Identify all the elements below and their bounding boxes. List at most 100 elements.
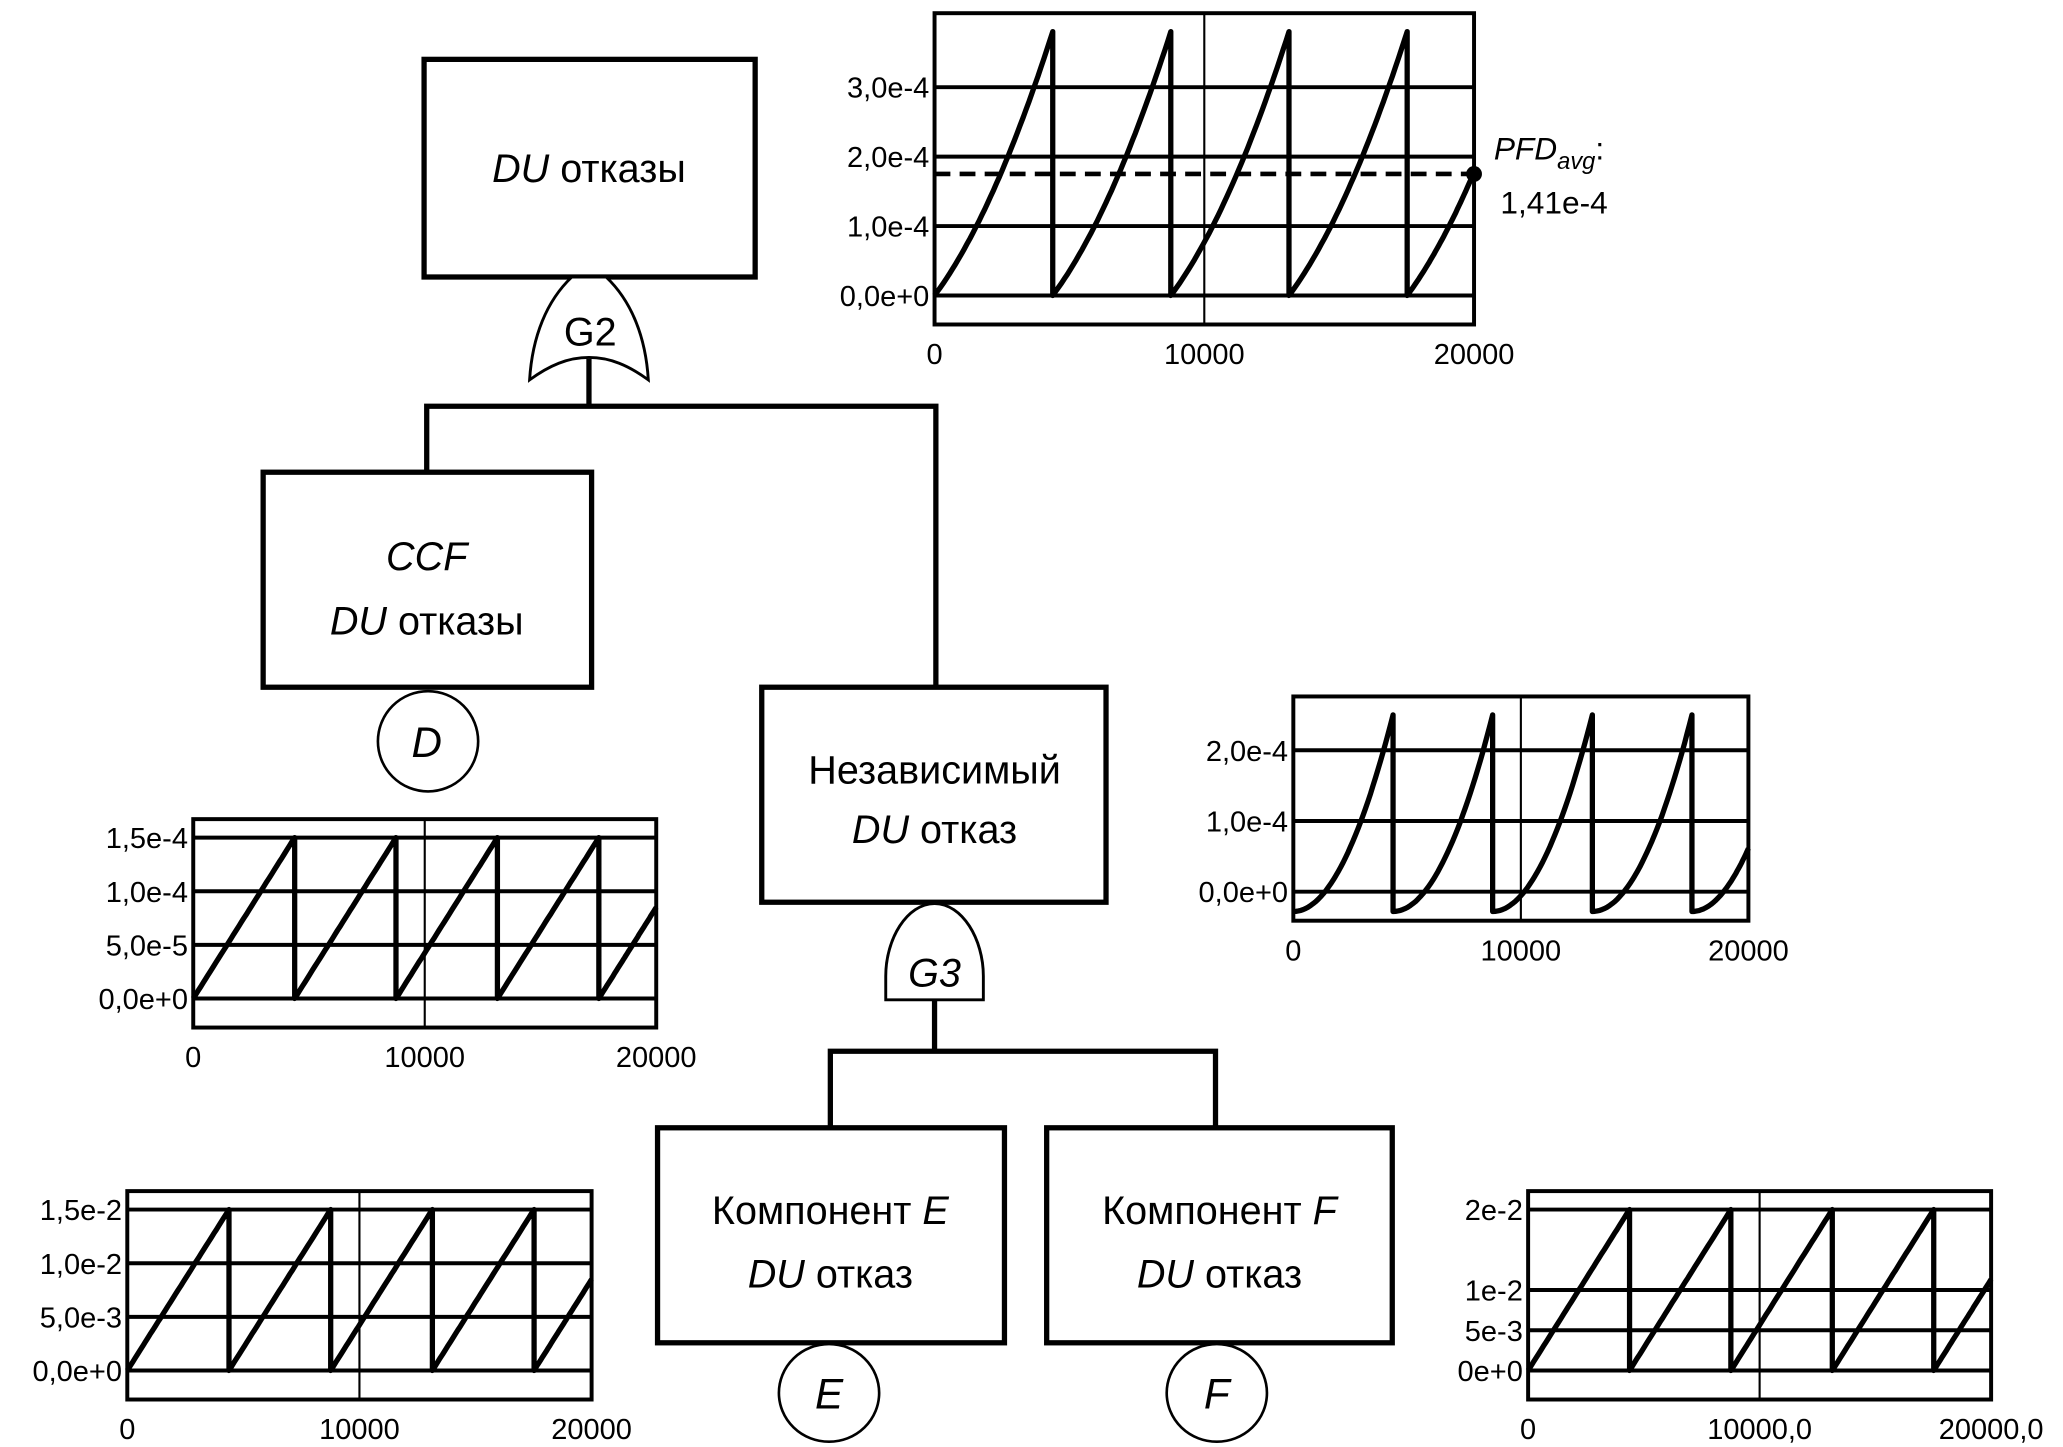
- pfd-value: 1,41e-4: [1500, 185, 1607, 221]
- series-line: [125, 1206, 594, 1374]
- or-gate-icon: [527, 275, 650, 383]
- plot-frame: [191, 817, 659, 1030]
- y-tick-label: 1,0e-2: [40, 1249, 122, 1281]
- basic-event-f[interactable]: F: [1165, 1342, 1269, 1444]
- series-line: [1525, 1206, 1994, 1374]
- plot-frame: [1526, 1189, 1994, 1402]
- x-tick-label: 0: [119, 1414, 135, 1446]
- y-tick-label: 2e-2: [1465, 1195, 1523, 1227]
- y-tick-label: 1,5e-4: [106, 823, 188, 855]
- svg-text:Компонент E: Компонент E: [712, 1189, 949, 1233]
- x-tick-label: 0: [185, 1042, 201, 1074]
- y-tick-label: 0,0e+0: [98, 984, 188, 1016]
- wire-g3-branch: [827, 1048, 1219, 1128]
- y-tick-label: 5,0e-5: [106, 930, 188, 962]
- x-tick-label: 0: [1285, 935, 1301, 967]
- basic-event-e-label: E: [815, 1371, 844, 1418]
- series-line: [191, 834, 659, 1002]
- connectors: [424, 358, 1219, 1128]
- node-independent-du-failure[interactable]: Независимый DU отказ: [759, 684, 1109, 905]
- node-f-line2-italic: DU: [1137, 1252, 1195, 1296]
- series-line: [1293, 712, 1751, 915]
- y-tick-label: 5,0e-3: [40, 1302, 122, 1334]
- node-top-text: отказы: [549, 147, 686, 191]
- svg-text:DU отказ: DU отказ: [852, 808, 1017, 852]
- node-f-italic: F: [1313, 1189, 1340, 1233]
- node-ccf-text: отказы: [387, 599, 524, 643]
- node-f-line2-text: отказ: [1194, 1252, 1302, 1296]
- y-tick-label: 3,0e-4: [847, 73, 929, 105]
- node-e-line2-text: отказ: [805, 1252, 913, 1296]
- svg-text:DU отказы: DU отказы: [492, 147, 686, 191]
- node-top-italic: DU: [492, 147, 550, 191]
- y-tick-label: 1e-2: [1465, 1276, 1523, 1308]
- and-gate-g3[interactable]: G3: [884, 902, 985, 1002]
- chart-top-pfd: 0,0e+0 1,0e-4 2,0e-4 3,0e-4 0 10000 20000: [840, 11, 1515, 371]
- basic-event-d[interactable]: D: [376, 689, 480, 793]
- basic-event-e[interactable]: E: [777, 1342, 881, 1444]
- node-ccf-line1: CCF: [386, 535, 470, 579]
- y-tick-label: 0,0e+0: [840, 281, 930, 313]
- x-tick-label: 10000: [1164, 339, 1245, 371]
- node-e-line2-italic: DU: [748, 1252, 806, 1296]
- x-tick-label: 20000: [551, 1414, 632, 1446]
- circle-icon: [777, 1342, 881, 1444]
- pfd-suffix: :: [1595, 131, 1604, 167]
- basic-event-f-label: F: [1204, 1371, 1232, 1418]
- svg-text:DU отказ: DU отказ: [1137, 1252, 1302, 1296]
- y-tick-label: 2,0e-4: [1206, 736, 1288, 768]
- plot-frame: [1291, 694, 1751, 923]
- x-tick-label: 0: [1520, 1414, 1536, 1446]
- pfd-label: PFD: [1494, 131, 1557, 167]
- node-e-italic: E: [922, 1189, 949, 1233]
- y-tick-label: 2,0e-4: [847, 142, 929, 174]
- x-tick-label: 0: [926, 339, 942, 371]
- node-ccf-du-failures[interactable]: CCF DU отказы: [260, 469, 595, 690]
- chart-ccf: 0,0e+0 5,0e-5 1,0e-4 1,5e-4 0 10000 20000: [98, 817, 697, 1074]
- chart-component-e: 0,0e+0 5,0e-3 1,0e-2 1,5e-2 0 10000 20000: [32, 1189, 632, 1446]
- y-tick-label: 1,0e-4: [106, 877, 188, 909]
- x-tick-label: 20000: [1708, 935, 1789, 967]
- or-gate-g2[interactable]: G2: [527, 275, 650, 383]
- pfd-subscript: avg: [1557, 149, 1595, 175]
- and-gate-icon: [884, 902, 985, 1002]
- y-tick-label: 1,0e-4: [1206, 807, 1288, 839]
- pfd-avg-annotation: PFDavg: 1,41e-4: [1494, 131, 1608, 221]
- plot-frame: [125, 1189, 594, 1402]
- circle-icon: [1165, 1342, 1269, 1444]
- svg-text:Компонент F: Компонент F: [1102, 1189, 1340, 1233]
- node-indep-line1: Независимый: [808, 749, 1061, 793]
- chart-component-f: 0e+0 5e-3 1e-2 2e-2 0 10000,0 20000,0: [1458, 1189, 2044, 1446]
- y-tick-label: 5e-3: [1465, 1316, 1523, 1348]
- circle-icon: [376, 689, 480, 793]
- x-tick-label: 20000: [1434, 339, 1515, 371]
- basic-event-d-label: D: [411, 719, 441, 766]
- svg-text:PFDavg:: PFDavg:: [1494, 131, 1604, 175]
- gate-g2-label: G2: [564, 311, 617, 355]
- node-component-e[interactable]: Компонент E DU отказ: [654, 1125, 1008, 1346]
- svg-text:DU отказ: DU отказ: [748, 1252, 913, 1296]
- node-e-text: Компонент: [712, 1189, 922, 1233]
- y-tick-label: 1,0e-4: [847, 212, 929, 244]
- node-ccf-italic: DU: [330, 599, 388, 643]
- y-tick-label: 1,5e-2: [40, 1195, 122, 1227]
- gate-g3-label: G3: [908, 952, 961, 996]
- node-component-f[interactable]: Компонент F DU отказ: [1044, 1125, 1395, 1346]
- node-indep-italic: DU: [852, 808, 910, 852]
- series-line: [932, 29, 1477, 299]
- x-tick-label: 20000,0: [1939, 1414, 2044, 1446]
- pfd-avg-marker: [1466, 166, 1482, 182]
- wire-g2-branch: [424, 403, 939, 686]
- x-tick-label: 10000: [384, 1042, 465, 1074]
- svg-text:DU отказы: DU отказы: [330, 599, 524, 643]
- y-tick-label: 0e+0: [1458, 1356, 1523, 1388]
- x-tick-label: 10000,0: [1707, 1414, 1812, 1446]
- x-tick-label: 20000: [616, 1042, 697, 1074]
- node-du-failures[interactable]: DU отказы: [421, 56, 758, 280]
- y-tick-label: 0,0e+0: [32, 1356, 122, 1388]
- node-indep-text: отказ: [909, 808, 1017, 852]
- x-tick-label: 10000: [319, 1414, 400, 1446]
- x-tick-label: 10000: [1481, 935, 1562, 967]
